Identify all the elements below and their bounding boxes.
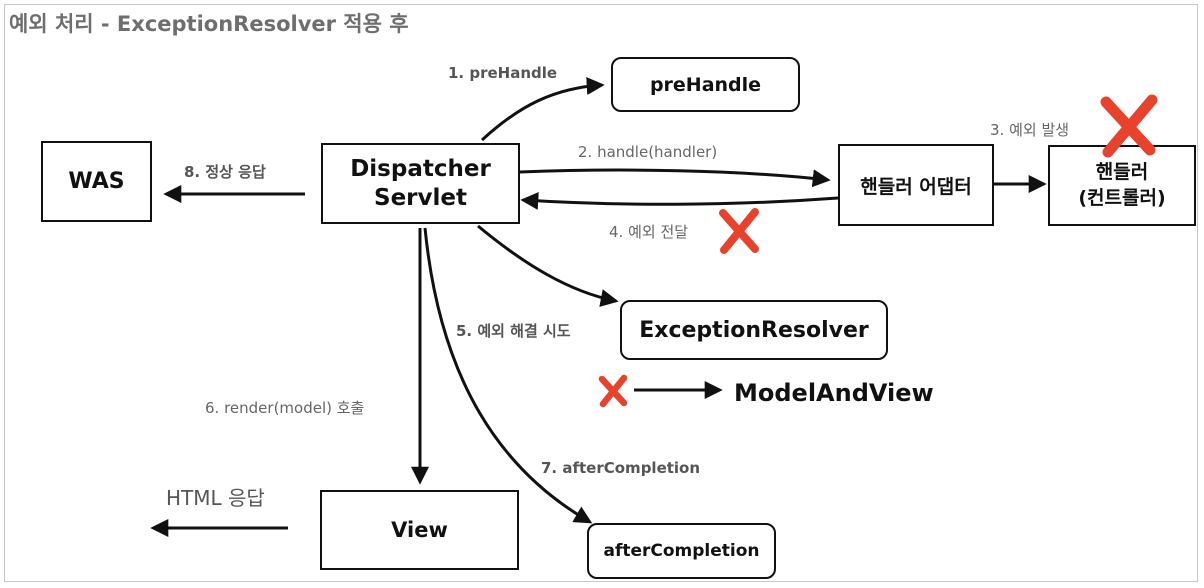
step8-label: 8. 정상 응답	[184, 163, 266, 181]
handler-label-line2: (컨트롤러)	[1078, 186, 1166, 209]
step6-label: 6. render(model) 호출	[205, 399, 365, 417]
handler-controller-box: 핸들러 (컨트롤러)	[1048, 145, 1196, 226]
exception-forward-x-icon	[719, 208, 759, 254]
step1-label: 1. preHandle	[448, 64, 558, 82]
exception-resolver-label: ExceptionResolver	[639, 317, 869, 343]
model-and-view-label: ModelAndView	[734, 379, 934, 407]
prehandle-box: preHandle	[611, 57, 800, 112]
html-response-label: HTML 응답	[166, 486, 265, 510]
step4-label: 4. 예외 전달	[609, 223, 689, 241]
view-label: View	[391, 518, 448, 542]
handler-label-line1: 핸들러	[1095, 160, 1149, 183]
after-completion-box: afterCompletion	[587, 523, 776, 579]
was-label: WAS	[68, 169, 125, 194]
diagram-title: 예외 처리 - ExceptionResolver 적용 후	[9, 12, 409, 36]
arrow-exception-forward	[520, 191, 839, 210]
handler-adapter-box: 핸들러 어댑터	[838, 144, 994, 226]
handler-adapter-label: 핸들러 어댑터	[860, 175, 972, 198]
exception-resolver-box: ExceptionResolver	[620, 300, 888, 360]
model-and-view-x-icon	[598, 374, 628, 408]
step7-label: 7. afterCompletion	[541, 459, 701, 477]
dispatcher-label-line1: Dispatcher	[350, 155, 491, 182]
diagram-frame	[4, 4, 1198, 582]
arrow-after-completion	[423, 227, 593, 524]
step2-label: 2. handle(handler)	[578, 143, 718, 161]
arrow-handle	[519, 168, 831, 188]
view-box: View	[320, 490, 519, 570]
was-box: WAS	[41, 141, 152, 222]
exception-x-icon	[1100, 94, 1158, 158]
arrow-prehandle	[480, 76, 605, 142]
dispatcher-servlet-box: Dispatcher Servlet	[321, 143, 520, 224]
after-completion-label: afterCompletion	[603, 541, 760, 561]
dispatcher-label-line2: Servlet	[374, 184, 467, 211]
arrow-exception-resolver	[477, 224, 619, 307]
step5-label: 5. 예외 해결 시도	[456, 322, 571, 340]
step3-label: 3. 예외 발생	[990, 121, 1070, 139]
prehandle-label: preHandle	[649, 73, 762, 96]
